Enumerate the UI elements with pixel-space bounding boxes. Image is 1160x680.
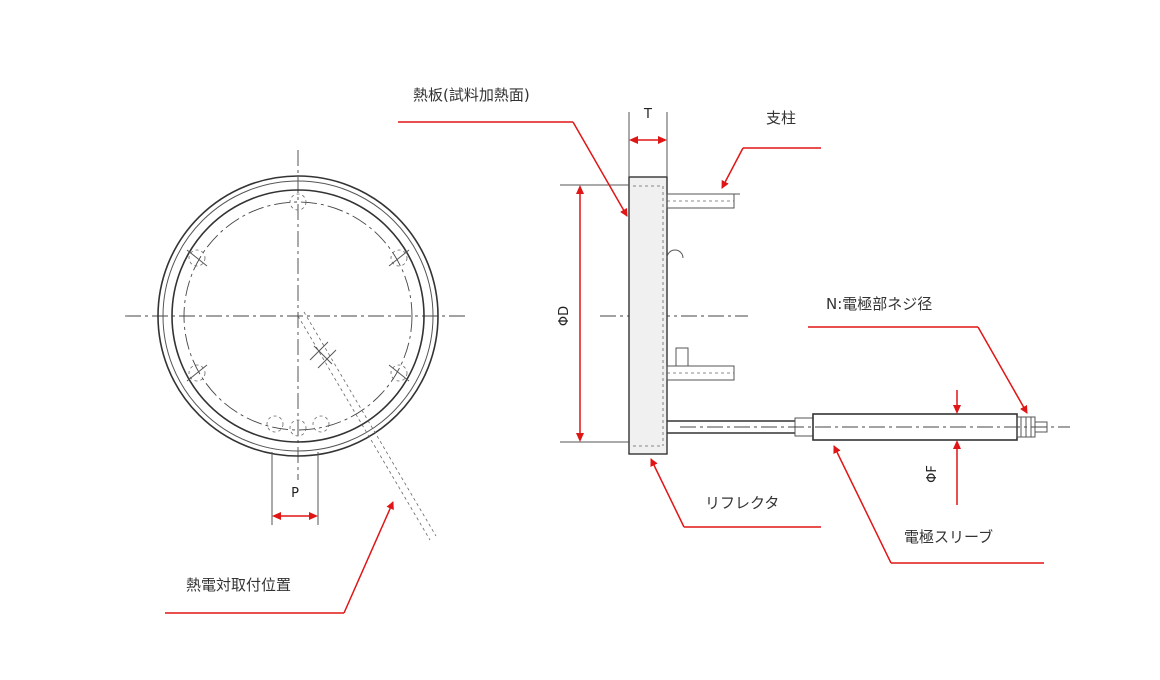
plate-face-ring <box>171 189 425 443</box>
d-arrow-bottom <box>576 433 584 442</box>
plate-outer-edge <box>157 175 439 457</box>
heat-plate-label: 熱板(試料加熱面) <box>413 86 530 104</box>
thermocouple-leader <box>343 501 394 614</box>
diameter-label: ΦD <box>557 306 572 326</box>
thermocouple-cross <box>313 345 333 365</box>
support-pillar-label: 支柱 <box>766 109 796 127</box>
pillar-leader <box>721 147 744 189</box>
thread-leader <box>977 326 1028 414</box>
bolt-hole-lower-right <box>390 364 408 382</box>
bolt-hole-upper-left <box>188 249 206 267</box>
pitch-arrow-left <box>272 512 281 520</box>
pillar-nut <box>675 347 689 367</box>
bolt-hole-lower-left <box>188 364 206 382</box>
sleeve-diameter-label: ΦF <box>925 465 940 483</box>
reflector-label: リフレクタ <box>705 494 779 512</box>
heat-plate-side <box>628 176 668 455</box>
bolt-tick <box>186 364 208 382</box>
plate-boss <box>666 249 684 259</box>
bolt-tick <box>186 249 208 267</box>
heat-plate-leader <box>572 121 628 217</box>
front-view: P 熱電対取付位置 <box>125 150 465 614</box>
bolt-circle <box>183 201 413 431</box>
reflector-leader <box>650 458 685 528</box>
electrode-sleeve-label: 電極スリーブ <box>904 528 993 546</box>
t-arrow-right <box>658 136 667 144</box>
f-arrow-top <box>953 405 961 414</box>
bolt-hole-top <box>289 193 307 211</box>
thermocouple-position-label: 熱電対取付位置 <box>186 576 291 594</box>
thermocouple-hole-right <box>312 415 330 433</box>
pitch-label: P <box>291 486 299 501</box>
f-arrow-bottom <box>953 440 961 449</box>
electrode-thread-label: N:電極部ネジ径 <box>826 295 932 313</box>
t-arrow-left <box>629 136 638 144</box>
thermocouple-wire <box>297 315 431 541</box>
pitch-arrow-right <box>309 512 318 520</box>
bolt-tick <box>388 249 410 267</box>
bolt-tick <box>388 364 410 382</box>
electrode-tip <box>1034 421 1048 433</box>
thermocouple-wire-side <box>303 311 437 537</box>
plate-outer-edge-inner <box>162 180 434 452</box>
thickness-label: T <box>643 107 652 122</box>
thermocouple-hole-left <box>266 415 284 433</box>
thermocouple-hole-center <box>289 419 307 437</box>
sleeve-leader <box>833 445 892 564</box>
side-view: T ΦD ΦF 熱板(試料加熱面) 支柱 N:電極部ネジ径 リフレクタ <box>398 86 1070 564</box>
bolt-hole-upper-right <box>390 249 408 267</box>
d-arrow-top <box>576 185 584 194</box>
